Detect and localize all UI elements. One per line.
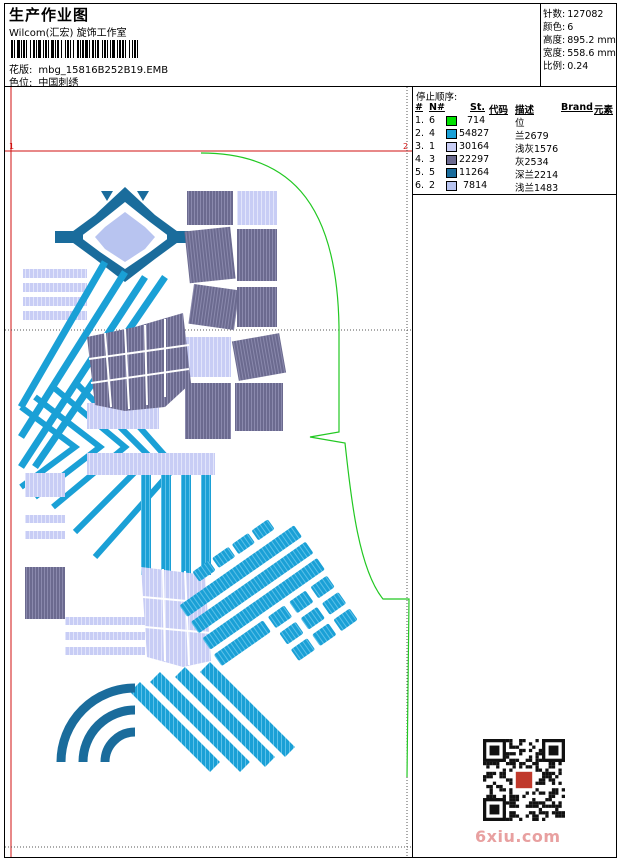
row-num: 2. xyxy=(415,128,425,139)
header-desc: 描述 xyxy=(515,105,535,116)
design-file-label: 花版: xyxy=(9,65,33,76)
row-num: 3. xyxy=(415,141,425,152)
row-needle: 2 xyxy=(429,180,436,191)
thread-row[interactable]: 1. 6 714 位 xyxy=(413,115,617,129)
barcode xyxy=(11,40,237,58)
stat-value: 127082 xyxy=(567,9,604,20)
design-file-value: mbg_15816B252B19.EMB xyxy=(38,65,169,76)
row-stitches: 30164 xyxy=(459,141,490,152)
design-file-field: 花版: mbg_15816B252B19.EMB xyxy=(9,61,168,76)
stat-width: 宽度:558.6 mm xyxy=(543,45,616,59)
grey-woven-pattern xyxy=(184,191,287,439)
thread-row[interactable]: 5. 5 11264 深兰2214 xyxy=(413,167,617,181)
marker-1: 1 xyxy=(9,142,14,151)
row-num: 1. xyxy=(415,115,425,126)
grey-tile-cluster xyxy=(87,313,191,411)
header-num: # xyxy=(415,102,423,113)
watermark-site: 6xiu.com xyxy=(475,827,561,846)
row-stitches: 54827 xyxy=(459,128,490,139)
row-needle: 4 xyxy=(429,128,436,139)
lavender-woven-block xyxy=(65,567,212,667)
header-st: St. xyxy=(470,102,485,113)
sequence-title: 停止顺序: xyxy=(416,92,458,103)
stat-value: 6 xyxy=(567,22,574,33)
stat-stitches: 针数:127082 xyxy=(543,6,603,20)
lavender-bars-left xyxy=(23,269,87,320)
row-stitches: 22297 xyxy=(459,154,490,165)
grey-block xyxy=(25,567,65,619)
row-desc: 浅兰1483 xyxy=(515,183,559,194)
thread-sequence-panel: 停止顺序: # N# St. 代码 描述 Brand 元素 1. 6 714 位… xyxy=(412,86,617,858)
stat-label: 高度: xyxy=(543,35,566,46)
marker-2: 2 xyxy=(403,142,408,151)
row-stitches: 714 xyxy=(467,115,486,126)
row-needle: 3 xyxy=(429,154,436,165)
row-needle: 1 xyxy=(429,141,436,152)
row-desc: 兰2679 xyxy=(515,131,549,142)
color-swatch xyxy=(446,129,457,139)
color-swatch xyxy=(446,116,457,126)
row-num: 5. xyxy=(415,167,425,178)
lavender-blocks xyxy=(25,403,215,539)
color-field: 色位: 中国刺绣 xyxy=(9,74,78,89)
blue-tile-grid xyxy=(180,519,357,666)
color-swatch xyxy=(446,142,457,152)
header-brand: Brand xyxy=(561,102,593,113)
row-stitches: 11264 xyxy=(459,167,490,178)
vertical-blue-stripes xyxy=(141,475,211,575)
row-desc: 浅灰1576 xyxy=(515,144,559,155)
stat-label: 颜色: xyxy=(543,22,566,33)
thread-row[interactable]: 2. 4 54827 兰2679 xyxy=(413,128,617,142)
header-panel: 生产作业图 Wilcom(汇宏) 旋饰工作室 花版: mbg_15816B252B… xyxy=(4,3,541,89)
page-title: 生产作业图 xyxy=(9,6,90,24)
color-label: 色位: xyxy=(9,78,33,89)
thread-row[interactable]: 6. 2 7814 浅兰1483 xyxy=(413,180,617,194)
stat-label: 针数: xyxy=(543,9,566,20)
row-desc: 灰2534 xyxy=(515,157,549,168)
stat-label: 比例: xyxy=(543,61,566,72)
outline-path xyxy=(200,152,410,778)
company-name: Wilcom(汇宏) 旋饰工作室 xyxy=(9,28,127,39)
row-desc: 位 xyxy=(515,118,525,129)
stat-value: 0.24 xyxy=(567,61,589,72)
row-num: 4. xyxy=(415,154,425,165)
header-elem: 元素 xyxy=(594,105,614,116)
stat-scale: 比例:0.24 xyxy=(543,58,588,72)
design-canvas[interactable]: 1 2 xyxy=(4,86,413,858)
color-swatch xyxy=(446,181,457,191)
color-swatch xyxy=(446,168,457,178)
color-swatch xyxy=(446,155,457,165)
row-num: 6. xyxy=(415,180,425,191)
qr-code-icon xyxy=(483,739,565,821)
stat-value: 558.6 mm xyxy=(567,48,616,59)
stat-colors: 颜色:6 xyxy=(543,19,573,33)
thread-row[interactable]: 3. 1 30164 浅灰1576 xyxy=(413,141,617,155)
aztec-motif xyxy=(55,187,195,282)
row-desc: 深兰2214 xyxy=(515,170,559,181)
stat-height: 高度:895.2 mm xyxy=(543,32,616,46)
rainbow-arcs xyxy=(56,683,136,763)
thread-row[interactable]: 4. 3 22297 灰2534 xyxy=(413,154,617,168)
header-no: N# xyxy=(429,102,445,113)
panel-divider xyxy=(413,194,617,195)
embroidery-preview: 1 2 xyxy=(5,87,413,857)
blue-diagonal-bars xyxy=(130,662,295,772)
row-stitches: 7814 xyxy=(463,180,488,191)
stat-value: 895.2 mm xyxy=(567,35,616,46)
header-code: 代码 xyxy=(489,105,509,116)
stats-panel: 针数:127082 颜色:6 高度:895.2 mm 宽度:558.6 mm 比… xyxy=(540,3,617,87)
row-needle: 5 xyxy=(429,167,436,178)
row-needle: 6 xyxy=(429,115,436,126)
stat-label: 宽度: xyxy=(543,48,566,59)
color-value: 中国刺绣 xyxy=(38,78,79,89)
